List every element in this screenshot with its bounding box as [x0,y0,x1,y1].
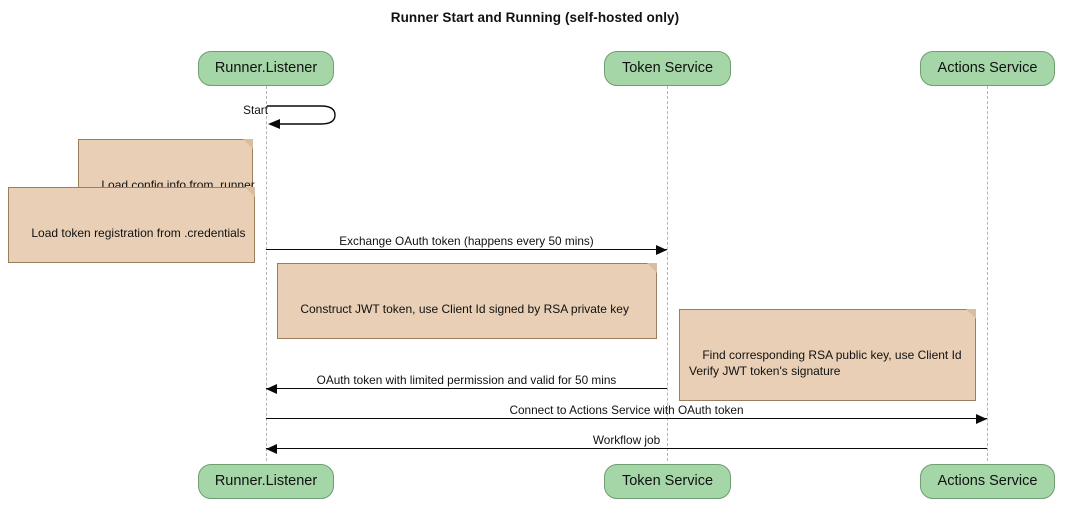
message-label-workflow-job: Workflow job [592,433,661,447]
participant-actions-bottom[interactable]: Actions Service [920,464,1055,499]
self-message-start [267,105,336,129]
lifeline-actions [987,86,988,461]
message-label-connect-actions-service: Connect to Actions Service with OAuth to… [509,403,744,417]
message-line-workflow-job [266,448,987,449]
participant-token-bottom[interactable]: Token Service [604,464,731,499]
note-text: Load token registration from .credential… [31,226,246,240]
note-fold-icon [243,139,253,149]
message-label-start: Start [243,103,268,117]
participant-label: Runner.Listener [214,60,318,76]
arrow-head-left-icon [266,444,277,454]
message-label-exchange-oauth-token: Exchange OAuth token (happens every 50 m… [339,234,594,248]
note-fold-icon [647,263,657,273]
message-line-exchange-oauth-token [266,249,667,250]
participant-runner-bottom[interactable]: Runner.Listener [198,464,334,499]
message-line-connect-actions-service [266,418,987,419]
participant-label: Actions Service [937,473,1038,489]
note-text: Construct JWT token, use Client Id signe… [300,302,629,316]
participant-token-top[interactable]: Token Service [604,51,731,86]
note-verify-jwt: Find corresponding RSA public key, use C… [679,309,976,401]
page-title: Runner Start and Running (self-hosted on… [390,10,680,25]
participant-runner-top[interactable]: Runner.Listener [198,51,334,86]
arrow-head-right-icon [656,245,667,255]
note-load-token-registration: Load token registration from .credential… [8,187,255,263]
participant-label: Token Service [621,473,714,489]
note-fold-icon [245,187,255,197]
arrow-head-right-icon [976,414,987,424]
participant-label: Runner.Listener [214,473,318,489]
note-text: Find corresponding RSA public key, use C… [689,348,962,378]
lifeline-token [667,86,668,461]
participant-actions-top[interactable]: Actions Service [920,51,1055,86]
lifeline-runner [266,86,267,461]
note-fold-icon [966,309,976,319]
note-construct-jwt: Construct JWT token, use Client Id signe… [277,263,657,339]
participant-label: Token Service [621,60,714,76]
arrow-head-left-icon [266,384,277,394]
message-line-oauth-token-response [266,388,667,389]
message-label-oauth-token-response: OAuth token with limited permission and … [316,373,617,387]
participant-label: Actions Service [937,60,1038,76]
